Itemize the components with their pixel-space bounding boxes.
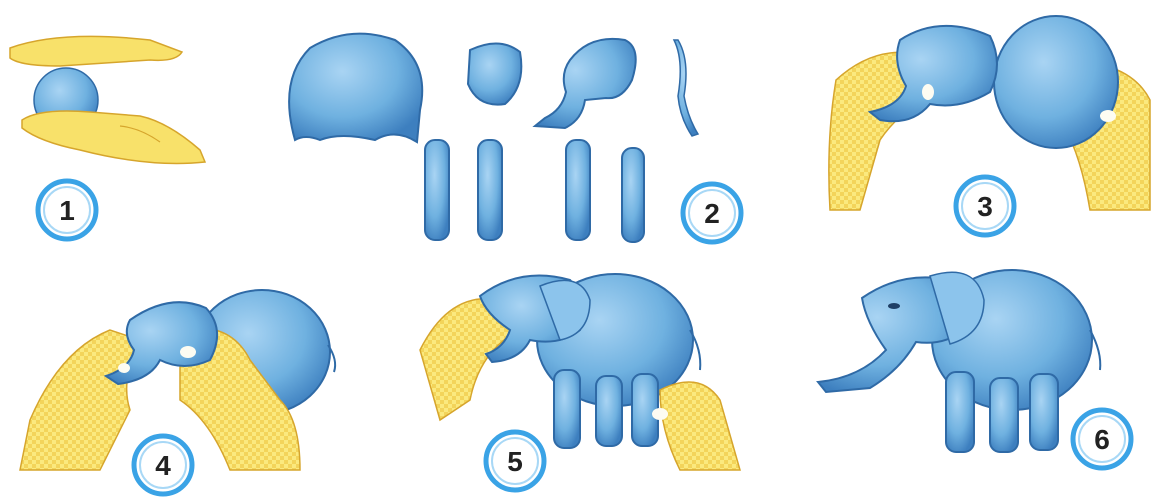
clay-tail-part [674,40,698,136]
step-badge-3: 3 [956,177,1014,235]
clay-body-part [994,16,1118,148]
panel-step-2 [289,34,698,242]
hand-icon [660,382,740,470]
step-badge-6: 6 [1073,410,1131,468]
panel-step-1 [10,36,205,163]
clay-body-part [289,34,422,142]
panel-step-6 [818,270,1100,452]
step-badge-2: 2 [683,184,741,242]
step-number: 2 [704,198,720,229]
step-number: 3 [977,191,993,222]
step-badge-1: 1 [38,181,96,239]
step-badge-5: 5 [486,432,544,490]
panel-step-5 [420,274,740,470]
step-number: 1 [59,195,75,226]
clay-ear-part [468,43,521,104]
hand-icon [10,36,182,66]
clay-legs [425,140,644,242]
hand-icon [22,111,205,164]
step-number: 5 [507,446,523,477]
elephant-icon [818,270,1100,452]
step-badge-4: 4 [134,436,192,494]
step-number: 4 [155,450,171,481]
clay-head-part [535,39,636,128]
step-number: 6 [1094,424,1110,455]
hand-icon [20,330,140,470]
